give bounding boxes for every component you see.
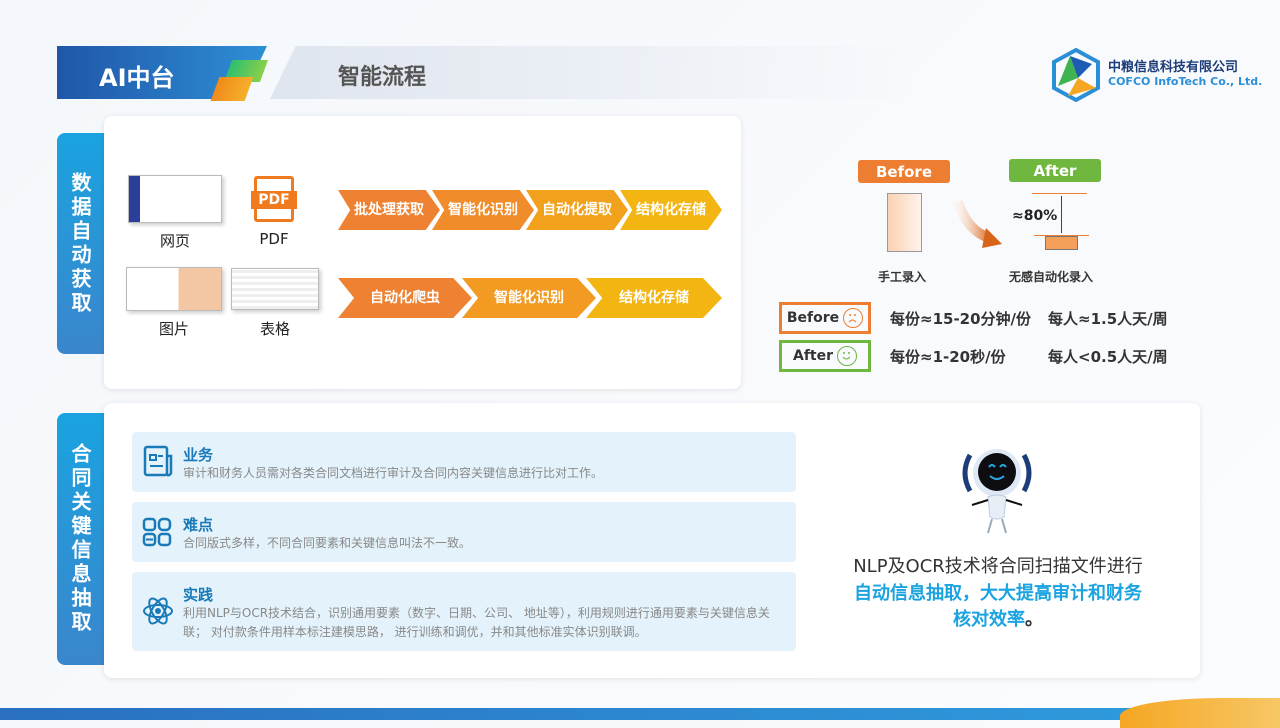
brand-title: AI中台 xyxy=(99,64,175,92)
transition-arrow-icon xyxy=(953,200,1002,248)
pdf-icon: PDF xyxy=(251,176,297,222)
page-title: 智能流程 xyxy=(338,65,427,90)
summary-line-1: NLP及OCR技术将合同扫描文件进行 xyxy=(853,556,1143,577)
source-label-webpage: 网页 xyxy=(159,232,190,250)
flow2-step-1: 自动化爬虫 xyxy=(338,278,472,318)
after-stat-label: After xyxy=(792,348,834,364)
image-thumbnail xyxy=(126,267,222,311)
company-logo: 中粮信息科技有限公司 COFCO InfoTech Co., Ltd. xyxy=(1048,47,1262,103)
table-thumbnail xyxy=(231,268,319,310)
item-title: 业务 xyxy=(183,446,214,464)
summary-line-3: 核对效率。 xyxy=(838,605,1158,631)
auto-bar xyxy=(1045,236,1078,250)
flow1-step-3: 自动化提取 xyxy=(526,190,628,230)
section-tab-contract-extraction: 合同关键信息抽取 xyxy=(57,413,104,665)
manual-caption: 手工录入 xyxy=(878,270,927,284)
summary-line-3-highlight: 核对效率 xyxy=(953,609,1025,630)
flow1-step-4: 结构化存储 xyxy=(620,190,722,230)
logo-text-cn: 中粮信息科技有限公司 xyxy=(1108,60,1239,75)
reduction-arrow xyxy=(1061,196,1062,233)
baseline-bottom xyxy=(1034,235,1089,236)
summary-line-2: 自动信息抽取，大大提高审计和财务 xyxy=(854,583,1142,604)
item-title: 难点 xyxy=(183,516,214,534)
after-per-doc: 每份≈1-20秒/份 xyxy=(890,348,1006,366)
manual-bar xyxy=(887,193,922,252)
pdf-icon-text: PDF xyxy=(251,191,297,209)
info-item-business: 业务 审计和财务人员需对各类合同文档进行审计及合同内容关键信息进行比对工作。 xyxy=(132,432,796,492)
title-banner: 智能流程 xyxy=(270,46,910,99)
item-desc: 审计和财务人员需对各类合同文档进行审计及合同内容关键信息进行比对工作。 xyxy=(183,466,604,480)
info-item-practice: 实践 利用NLP与OCR技术结合，识别通用要素（数字、日期、公司、 地址等），利… xyxy=(132,572,796,651)
source-label-table: 表格 xyxy=(259,320,290,338)
before-per-person: 每人≈1.5人天/周 xyxy=(1048,310,1168,328)
footer-swoosh xyxy=(1120,698,1280,728)
logo-text-en: COFCO InfoTech Co., Ltd. xyxy=(1108,75,1263,88)
item-title: 实践 xyxy=(183,586,214,604)
logo-icon xyxy=(1052,47,1100,103)
summary-line-3-end: 。 xyxy=(1025,609,1043,630)
before-badge: Before xyxy=(858,160,950,183)
baseline-top xyxy=(1032,193,1087,194)
document-icon xyxy=(143,445,173,477)
auto-caption: 无感自动化录入 xyxy=(1009,270,1094,284)
info-item-difficulty: 难点 合同版式多样，不同合同要素和关键信息叫法不一致。 xyxy=(132,502,796,562)
flow2-step-2: 智能化识别 xyxy=(462,278,596,318)
item-desc: 合同版式多样，不同合同要素和关键信息叫法不一致。 xyxy=(183,536,472,550)
flow2-step-3: 结构化存储 xyxy=(586,278,722,318)
before-stat-label: Before xyxy=(786,310,840,326)
smile-face-icon xyxy=(837,346,858,366)
flow1-step-1: 批处理获取 xyxy=(338,190,440,230)
atom-icon xyxy=(143,597,173,625)
footer-bar xyxy=(0,708,1280,720)
item-desc: 利用NLP与OCR技术结合，识别通用要素（数字、日期、公司、 地址等），利用规则… xyxy=(183,606,770,639)
before-stat-box: Before xyxy=(779,302,871,334)
flow1-step-2: 智能化识别 xyxy=(432,190,534,230)
grid-icon xyxy=(142,517,172,547)
data-acquisition-card xyxy=(104,116,741,389)
after-badge: After xyxy=(1009,159,1101,182)
source-label-image: 图片 xyxy=(158,320,189,338)
before-per-doc: 每份≈15-20分钟/份 xyxy=(890,310,1032,328)
after-per-person: 每人<0.5人天/周 xyxy=(1048,348,1168,366)
after-stat-box: After xyxy=(779,340,871,372)
source-label-pdf: PDF xyxy=(259,230,289,248)
webpage-thumbnail xyxy=(128,175,222,223)
section-tab-data-acquisition: 数据自动获取 xyxy=(57,133,104,354)
reduction-label: ≈80% xyxy=(1012,208,1058,224)
sad-face-icon xyxy=(843,308,864,328)
banner-decoration-orange xyxy=(210,77,254,101)
robot-mascot-icon xyxy=(962,449,1032,534)
